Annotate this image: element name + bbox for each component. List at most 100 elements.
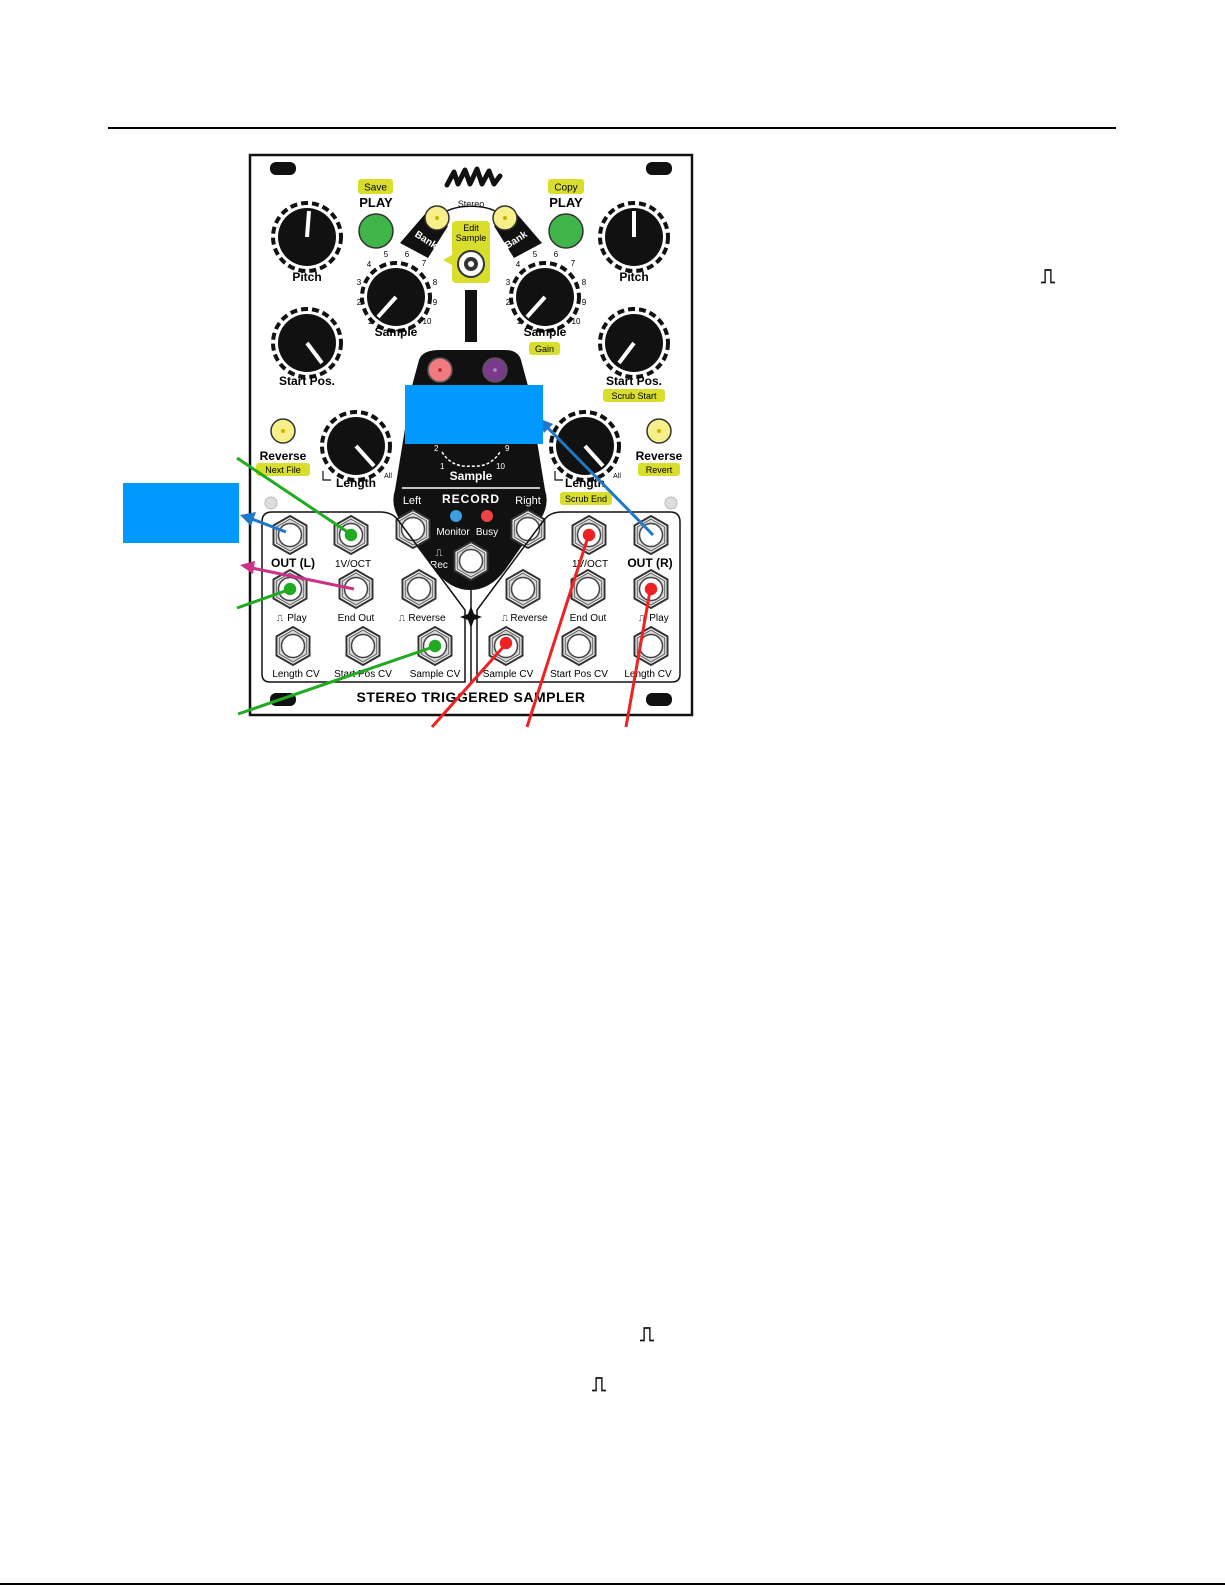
- center-dial-2: 2: [434, 444, 439, 453]
- edit-jack-center: [468, 261, 474, 267]
- magenta-arrow-end-out: [251, 566, 355, 591]
- svg-text:3: 3: [506, 278, 511, 287]
- pitch-label-left: Pitch: [292, 270, 321, 284]
- next-file-tag: [256, 463, 310, 476]
- green-line-sample-cv: [237, 645, 434, 716]
- end-out-l-jack[interactable]: [338, 569, 374, 609]
- mount-slot: [646, 693, 672, 706]
- save-tag-label: Save: [364, 183, 387, 194]
- reverse-led-left: [281, 429, 285, 433]
- svg-text:10: 10: [572, 317, 581, 326]
- gain-tag: [529, 342, 560, 355]
- play-label-left: PLAY: [359, 195, 393, 210]
- length-label-left: Length: [336, 476, 376, 490]
- blue-arrow-out-l: [251, 517, 287, 534]
- start-pos-cv-l-label: Start Pos CV: [334, 669, 392, 680]
- start-pos-label-right: Start Pos.: [606, 374, 662, 388]
- rec-label: Rec: [430, 560, 448, 571]
- start-pos-knob-left[interactable]: [271, 307, 343, 379]
- voct-l-label: 1V/OCT: [335, 559, 371, 570]
- scrub-end-tag-label: Scrub End: [565, 494, 607, 504]
- center-dial-9: 9: [505, 444, 510, 453]
- reverse-r-jack[interactable]: [505, 569, 541, 609]
- rec-trigger-jack[interactable]: [453, 541, 489, 581]
- end-out-r-label: End Out: [570, 613, 607, 624]
- red-line-voct: [525, 536, 590, 728]
- brand-logo: [444, 166, 503, 188]
- bottom-rule: [0, 1583, 1225, 1585]
- sample-label-right: Sample: [524, 325, 567, 339]
- svg-text:5: 5: [533, 250, 538, 259]
- reverse-led-right: [657, 429, 661, 433]
- start-pos-cv-l-jack[interactable]: [345, 626, 381, 666]
- top-rule: [108, 127, 1116, 129]
- length-cv-l-label: Length CV: [272, 669, 320, 680]
- mount-slot: [270, 162, 296, 175]
- pulse-icon: ⎍: [640, 1322, 654, 1346]
- out-l-jack[interactable]: [272, 515, 308, 555]
- green-line-voct: [236, 456, 350, 535]
- reverse-r-label: Reverse: [510, 613, 548, 624]
- reverse-label-right: Reverse: [636, 449, 683, 463]
- monitor-label: Monitor: [436, 527, 470, 538]
- record-right-label: Right: [515, 495, 541, 507]
- svg-text:4: 4: [367, 260, 372, 269]
- start-pos-cv-r-jack[interactable]: [561, 626, 597, 666]
- play-label-right: PLAY: [549, 195, 583, 210]
- next-file-tag-label: Next File: [265, 465, 301, 475]
- center-dial-10: 10: [496, 462, 505, 471]
- svg-text:5: 5: [384, 250, 389, 259]
- pitch-knob-right[interactable]: [598, 201, 670, 273]
- stereo-label: Stereo: [458, 199, 485, 209]
- svg-text:7: 7: [571, 259, 576, 268]
- channel-led-left: [264, 496, 278, 510]
- svg-text:10: 10: [423, 317, 432, 326]
- bank-led-left: [435, 216, 439, 220]
- busy-led: [481, 510, 493, 522]
- length-envelope-icon-left: [322, 471, 331, 481]
- length-knob-right[interactable]: [549, 410, 621, 482]
- out-l-label: OUT (L): [271, 556, 315, 570]
- record-led-left-dot: [438, 368, 442, 372]
- svg-text:1: 1: [517, 317, 522, 326]
- marker-sample-cv-l: [427, 638, 443, 654]
- red-line-sample-cv: [430, 644, 507, 728]
- out-r-label: OUT (R): [627, 556, 672, 570]
- green-line-play: [236, 588, 289, 610]
- gain-tag-label: Gain: [535, 344, 554, 354]
- start-pos-cv-r-label: Start Pos CV: [550, 669, 608, 680]
- scrub-start-tag-label: Scrub Start: [611, 391, 657, 401]
- start-pos-label-left: Start Pos.: [279, 374, 335, 388]
- length-knob-left[interactable]: [320, 410, 392, 482]
- svg-text:7: 7: [422, 259, 427, 268]
- pitch-knob-left[interactable]: [271, 201, 343, 273]
- svg-text:8: 8: [433, 278, 438, 287]
- record-in-left-jack[interactable]: [395, 509, 431, 549]
- play-button-right[interactable]: [548, 213, 584, 249]
- reverse-l-jack[interactable]: [401, 569, 437, 609]
- red-line-play: [624, 590, 652, 728]
- reverse-l-label: Reverse: [408, 613, 446, 624]
- marker-play-r: [643, 581, 659, 597]
- length-all-left: All: [384, 473, 392, 480]
- sample-knob-left[interactable]: [360, 261, 432, 333]
- marker-play-l: [282, 581, 298, 597]
- save-tag: [358, 179, 393, 194]
- play-r-pulse-icon: ⎍: [639, 614, 646, 624]
- play-button-left[interactable]: [358, 213, 394, 249]
- record-left-label: Left: [403, 495, 421, 507]
- end-out-l-label: End Out: [338, 613, 375, 624]
- copy-tag-label: Copy: [554, 183, 577, 194]
- length-cv-l-jack[interactable]: [275, 626, 311, 666]
- pitch-label-right: Pitch: [619, 270, 648, 284]
- record-led-right-dot: [493, 368, 497, 372]
- start-pos-knob-right[interactable]: [598, 307, 670, 379]
- sample-knob-right[interactable]: [509, 261, 581, 333]
- svg-text:9: 9: [582, 298, 587, 307]
- bank-led-right: [503, 216, 507, 220]
- copy-tag: [548, 179, 584, 194]
- svg-text:1: 1: [368, 317, 373, 326]
- center-sample-dial[interactable]: [441, 451, 501, 467]
- magenta-arrowhead: [240, 561, 255, 574]
- sample-cv-l-label: Sample CV: [410, 669, 461, 680]
